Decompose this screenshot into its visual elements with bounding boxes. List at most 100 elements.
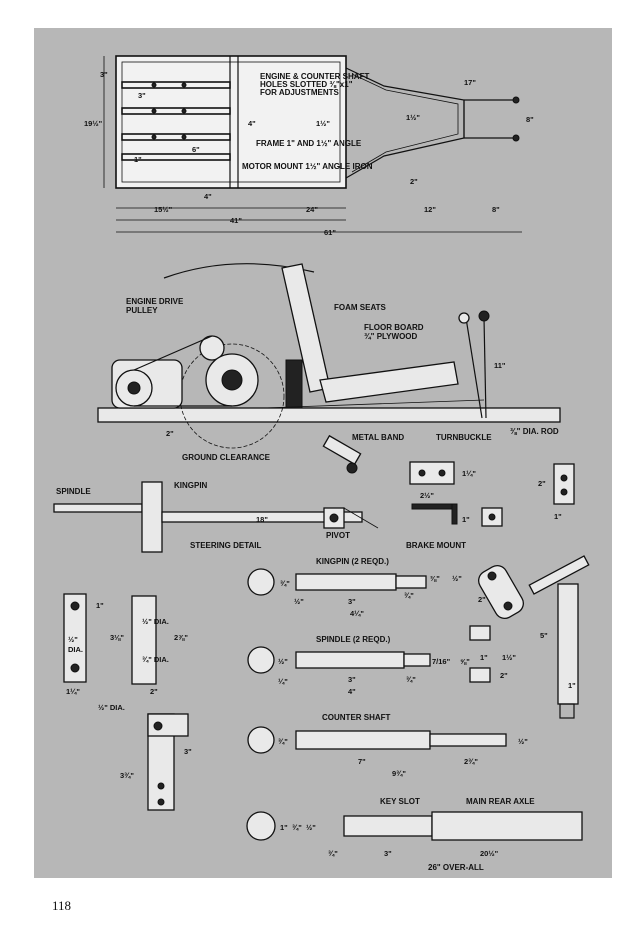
note-frame: FRAME 1" AND 1½" ANGLE [256, 139, 362, 148]
axle-dim-3: 3" [384, 849, 392, 858]
kingpin-dim-3-8: ⅜" [430, 574, 440, 583]
bracket-half-dia: ½" DIA. [142, 617, 169, 626]
kingpin-dim-3-4: ¾" [280, 579, 290, 588]
frame-outline [115, 55, 347, 189]
dim-3in-b: 3" [138, 91, 146, 100]
spindle-title: SPINDLE (2 REQD.) [316, 635, 391, 644]
label-key-slot: KEY SLOT [380, 797, 420, 806]
note-engine-2: HOLES SLOTTED ⅜"x1" [260, 80, 353, 89]
label-metal-band: METAL BAND [352, 433, 404, 442]
bracket-dim-3-125: 3⅛" [110, 633, 124, 642]
brake-mount: 1¼" 2½" 1" BRAKE MOUNT 2" 1" [406, 461, 575, 550]
label-turnbuckle: TURNBUCKLE [436, 433, 492, 442]
dim-17in: 17" [464, 78, 476, 87]
label-rod: ⅜" DIA. ROD [510, 427, 559, 436]
column-dim-5: 5" [540, 631, 548, 640]
note-engine-1: ENGINE & COUNTER SHAFT [260, 72, 369, 81]
counter-dim-1-2: ½" [518, 737, 528, 746]
spindle-dim-1-2: ½" [278, 657, 288, 666]
kingpin-housing [141, 481, 163, 553]
bracket-dim-2: 2" [150, 687, 158, 696]
spindle-dim-7-16: 7/16" [432, 657, 451, 666]
dim-brake-1b: 1" [554, 512, 562, 521]
axle-overall: 26" OVER-ALL [428, 863, 484, 872]
label-kingpin: KINGPIN [174, 481, 208, 490]
label-floor-board-1: FLOOR BOARD [364, 323, 424, 332]
spindle-part: SPINDLE (2 REQD.) ½" 7/16" ⅝" ¼" 3" ¾" 4… [247, 635, 470, 696]
spindle-dim-3-4: ¾" [406, 675, 416, 684]
arm-part: ½" DIA. 3" 3¾" [98, 703, 192, 811]
axle-dim-20-5: 20½" [480, 849, 499, 858]
bracket-three-quarter-dia: ¾" DIA. [142, 655, 169, 664]
dim-12in: 12" [424, 205, 436, 214]
dim-1-5in-a: 1½" [316, 119, 330, 128]
label-brake-mount: BRAKE MOUNT [406, 541, 466, 550]
gokart-blueprint: ENGINE & COUNTER SHAFT HOLES SLOTTED ⅜"x… [53, 55, 590, 872]
counter-shaft-part: COUNTER SHAFT ¾" ½" 7" 2¾" 9¾" [247, 713, 528, 778]
bracket-dim-1: 1" [96, 601, 104, 610]
dim-4in: 4" [248, 119, 256, 128]
bracket-dim-1-2: ½" [68, 635, 78, 644]
dim-2in-clearance: 2" [166, 429, 174, 438]
dim-41in: 41" [230, 216, 242, 225]
dim-1-5in-b: 1½" [406, 113, 420, 122]
arm-dim-3-75: 3¾" [120, 771, 134, 780]
label-engine-drive-2: PULLEY [126, 306, 158, 315]
dim-6in: 6" [192, 145, 200, 154]
dim-brake-1: 1" [462, 515, 470, 524]
kingpin-part: KINGPIN (2 REQD.) ¾" ⅜" ½" ½" 3" ¾" 4¼" [247, 557, 462, 618]
dim-brake-2: 2" [538, 479, 546, 488]
dim-1in: 1" [134, 155, 142, 164]
dim-4in-b: 4" [204, 192, 212, 201]
dim-19-5in: 19½" [84, 119, 103, 128]
counter-dim-9-75: 9¾" [392, 769, 406, 778]
bracket-part: 1" 3⅛" 2⅞" ½" DIA. ½" DIA. ¾" DIA. 1¼" 2… [63, 593, 188, 696]
frame-rail [97, 407, 561, 423]
counter-shaft-title: COUNTER SHAFT [322, 713, 391, 722]
label-ground-clearance: GROUND CLEARANCE [182, 453, 271, 462]
counter-dim-7: 7" [358, 757, 366, 766]
kingpin-title: KINGPIN (2 REQD.) [316, 557, 389, 566]
counter-dim-3-4: ¾" [278, 737, 288, 746]
blueprint-sheet: ENGINE & COUNTER SHAFT HOLES SLOTTED ⅜"x… [34, 28, 612, 878]
kingpin-dim-3: 3" [348, 597, 356, 606]
kingpin-dim-1-2: ½" [452, 574, 462, 583]
label-pivot: PIVOT [326, 531, 350, 540]
steering-column: 2" 1" 1½" 5" 2" 1" [469, 555, 590, 719]
axle-dim-1: 1" [280, 823, 288, 832]
arm-half-dia: ½" DIA. [98, 703, 125, 712]
column-dim-2b: 2" [500, 671, 508, 680]
label-foam-seats: FOAM SEATS [334, 303, 387, 312]
note-motor-mount: MOTOR MOUNT 1½" ANGLE IRON [242, 162, 373, 171]
dim-18in: 18" [256, 515, 268, 524]
rear-axle-part: KEY SLOT MAIN REAR AXLE 1" ¾" ½" ¾" 3" 2… [246, 797, 583, 872]
dim-brake-1-25: 1¼" [462, 469, 476, 478]
label-spindle: SPINDLE [56, 487, 91, 496]
dim-15-5in: 15½" [154, 205, 173, 214]
steering-arm [161, 511, 363, 523]
frame-plan: ENGINE & COUNTER SHAFT HOLES SLOTTED ⅜"x… [84, 55, 534, 237]
dim-8in-b: 8" [492, 205, 500, 214]
spindle-rod [53, 503, 143, 513]
label-engine-drive-1: ENGINE DRIVE [126, 297, 184, 306]
side-view: ENGINE DRIVE PULLEY FOAM SEATS FLOOR BOA… [97, 263, 561, 474]
bracket-dim-1-25: 1¼" [66, 687, 80, 696]
kingpin-dim-1-2b: ½" [294, 597, 304, 606]
label-floor-board-2: ¾" PLYWOOD [364, 332, 418, 341]
kingpin-dim-4-25: 4¼" [350, 609, 364, 618]
counter-dim-2-75: 2¾" [464, 757, 478, 766]
note-engine-3: FOR ADJUSTMENTS [260, 88, 339, 97]
kingpin-dim-3-4b: ¾" [404, 591, 414, 600]
dim-2in: 2" [410, 177, 418, 186]
spindle-dim-5-8: ⅝" [460, 657, 470, 666]
spindle-dim-4: 4" [348, 687, 356, 696]
dim-8in: 8" [526, 115, 534, 124]
dim-24in: 24" [306, 205, 318, 214]
axle-dim-3-4: ¾" [292, 823, 302, 832]
page-number: 118 [52, 898, 72, 913]
spindle-dim-1-4: ¼" [278, 677, 288, 686]
column-dim-1-5: 1½" [502, 653, 516, 662]
bracket-dim-2-875: 2⅞" [174, 633, 188, 642]
steering-detail: SPINDLE KINGPIN 18" PIVOT STEERING DETAI… [53, 481, 379, 553]
spindle-dim-3: 3" [348, 675, 356, 684]
